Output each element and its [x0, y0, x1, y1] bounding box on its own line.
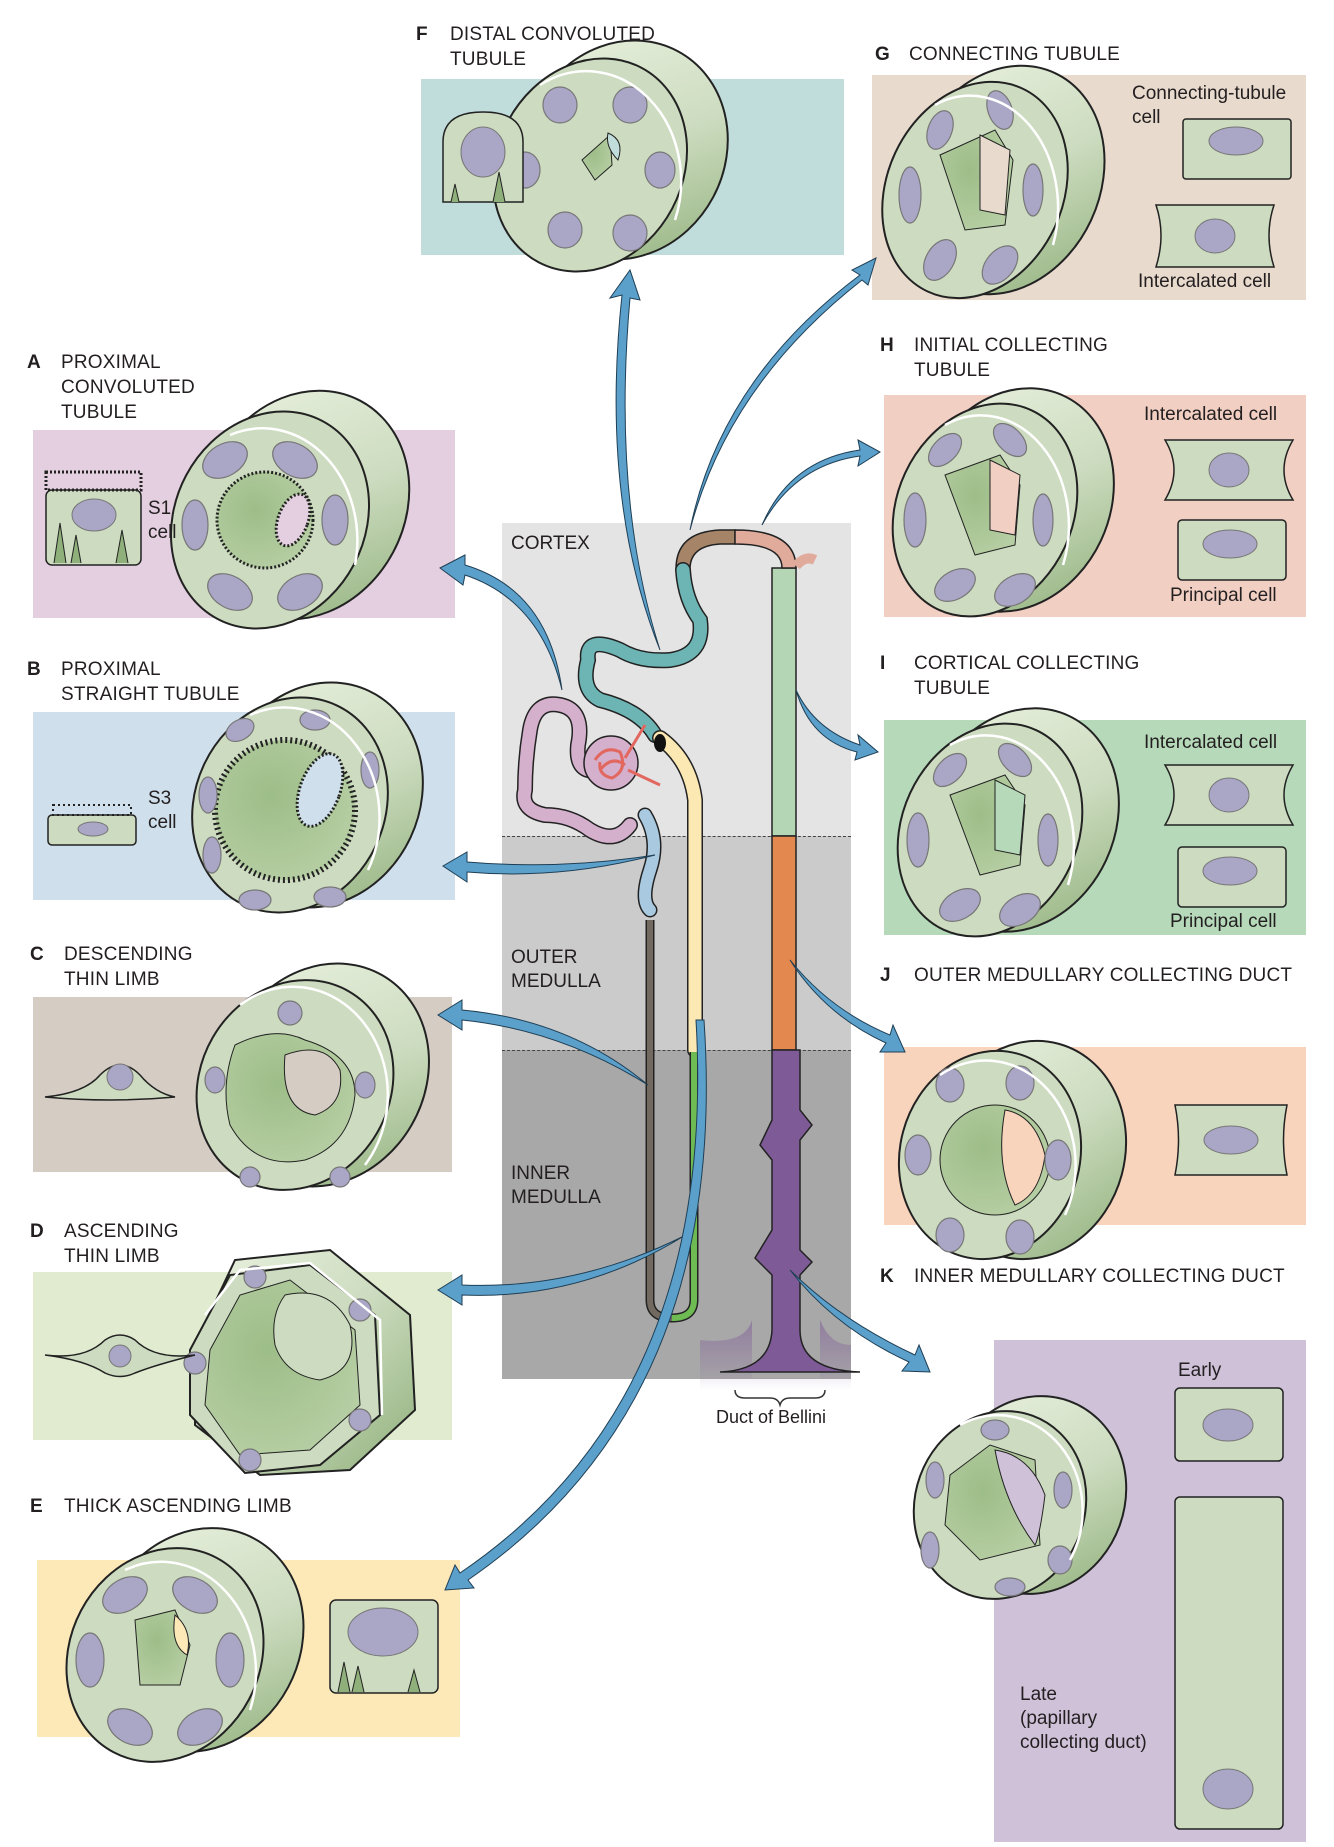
- arrow-to-e: [444, 1019, 707, 1591]
- panel-e-letter: E: [30, 1496, 43, 1517]
- principal-cell-label-h: Principal cell: [1170, 585, 1277, 606]
- duct-of-bellini-brace: [734, 1389, 826, 1408]
- afferent-stub: [792, 553, 818, 570]
- glomerular-capillaries: [593, 724, 661, 787]
- panel-b-letter: B: [27, 659, 41, 680]
- arrow-to-a: [439, 554, 563, 691]
- cell-thick-ascending: [329, 1599, 439, 1694]
- cell-principal-i: [1177, 846, 1287, 908]
- s1-cell-label: S1 cell: [148, 498, 177, 543]
- intercalated-cell-label-i: Intercalated cell: [1144, 732, 1278, 753]
- arrow-to-b: [442, 851, 656, 883]
- tubule-b: [191, 681, 424, 914]
- intercalated-cell-label-h: Intercalated cell: [1144, 404, 1278, 425]
- panel-a-letter: A: [27, 352, 41, 373]
- arrow-to-j: [789, 959, 906, 1053]
- cell-s3: [47, 804, 137, 846]
- cell-distal-convoluted: [442, 111, 524, 203]
- cell-principal-h: [1177, 519, 1287, 581]
- arrow-to-g: [689, 257, 877, 531]
- intercalated-cell-label-g: Intercalated cell: [1138, 271, 1272, 292]
- tubule-f: [491, 39, 729, 273]
- segment-outer-medullary-cd: [771, 835, 797, 1051]
- imcd-early-label: Early: [1178, 1360, 1222, 1381]
- cell-s1: [44, 470, 143, 566]
- connecting-tubule-cell-label: Connecting-tubule cell: [1132, 83, 1287, 128]
- cell-imcd-late: [1174, 1496, 1284, 1830]
- panel-d-letter: D: [30, 1221, 44, 1242]
- cell-outer-medullary: [1174, 1104, 1288, 1176]
- cell-intercalated-i: [1163, 764, 1295, 826]
- tubule-i: [896, 707, 1120, 938]
- panel-f-letter: F: [416, 24, 428, 45]
- tubule-g: [881, 64, 1106, 300]
- tubule-e: [65, 1527, 305, 1763]
- arrow-to-k: [789, 1269, 931, 1373]
- panel-g-letter: G: [875, 44, 890, 65]
- cell-intercalated-g: [1154, 204, 1276, 268]
- panel-i-letter: I: [880, 653, 886, 674]
- segment-inner-medullary-cd: [719, 1049, 861, 1373]
- panel-c-letter: C: [30, 944, 44, 965]
- principal-cell-label-i: Principal cell: [1170, 911, 1277, 932]
- tubule-h: [891, 387, 1115, 618]
- duct-of-bellini-label: Duct of Bellini: [716, 1407, 827, 1427]
- tubule-d: [183, 1248, 417, 1477]
- macula-densa: [654, 734, 666, 752]
- arrow-to-i: [795, 689, 879, 761]
- inner-medulla-label: INNER MEDULLA: [511, 1163, 601, 1208]
- segment-initial-collecting: [734, 529, 797, 569]
- cell-ascending-thin: [44, 1334, 196, 1378]
- tubule-c: [195, 962, 430, 1191]
- cell-descending-thin: [44, 1063, 176, 1101]
- imcd-late-label: Late (papillary collecting duct): [1020, 1684, 1147, 1753]
- cell-connecting-tubule: [1182, 118, 1292, 180]
- tubule-k: [912, 1395, 1128, 1600]
- cell-intercalated-h: [1163, 439, 1295, 501]
- outer-medulla-label: OUTER MEDULLA: [511, 947, 601, 992]
- segment-cortical-collecting: [771, 567, 797, 837]
- panel-k-letter: K: [880, 1266, 894, 1287]
- segment-descending-thin: [645, 920, 673, 1323]
- cortex-label: CORTEX: [511, 533, 590, 554]
- panel-h-letter: H: [880, 335, 894, 356]
- s3-cell-label: S3 cell: [148, 788, 177, 833]
- arrow-to-f: [608, 268, 661, 651]
- arrows: [437, 257, 931, 1591]
- panel-j-letter: J: [880, 965, 891, 986]
- tubule-j: [897, 1039, 1128, 1261]
- arrow-to-c: [437, 999, 649, 1086]
- cell-imcd-early: [1174, 1387, 1284, 1462]
- tubule-a: [170, 389, 411, 630]
- arrow-to-h: [761, 439, 881, 526]
- arrow-to-d: [437, 1235, 685, 1306]
